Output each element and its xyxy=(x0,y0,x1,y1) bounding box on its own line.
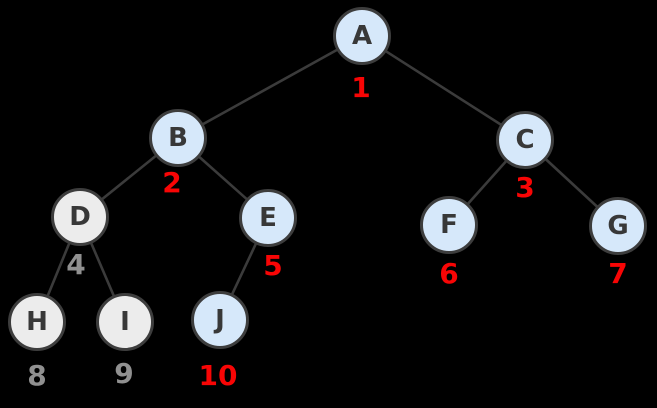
order-label-I: 9 xyxy=(114,357,134,390)
order-label-G: 7 xyxy=(608,257,628,290)
edge-A-B xyxy=(177,34,363,140)
node-F: F xyxy=(420,196,478,254)
node-E: E xyxy=(239,189,297,247)
node-D: D xyxy=(51,188,109,246)
order-label-B: 2 xyxy=(162,166,182,199)
order-label-A: 1 xyxy=(351,71,371,104)
node-C: C xyxy=(496,111,554,169)
node-I: I xyxy=(96,293,154,351)
node-J: J xyxy=(191,291,249,349)
order-label-J: 10 xyxy=(198,359,238,392)
node-H: H xyxy=(8,293,66,351)
order-label-C: 3 xyxy=(515,171,535,204)
order-label-F: 6 xyxy=(439,257,459,290)
node-B: B xyxy=(149,109,207,167)
order-label-E: 5 xyxy=(263,249,283,282)
node-A: A xyxy=(333,7,391,65)
order-label-H: 8 xyxy=(27,359,47,392)
node-G: G xyxy=(589,197,647,255)
edge-A-C xyxy=(361,34,526,142)
order-label-D: 4 xyxy=(66,248,86,281)
